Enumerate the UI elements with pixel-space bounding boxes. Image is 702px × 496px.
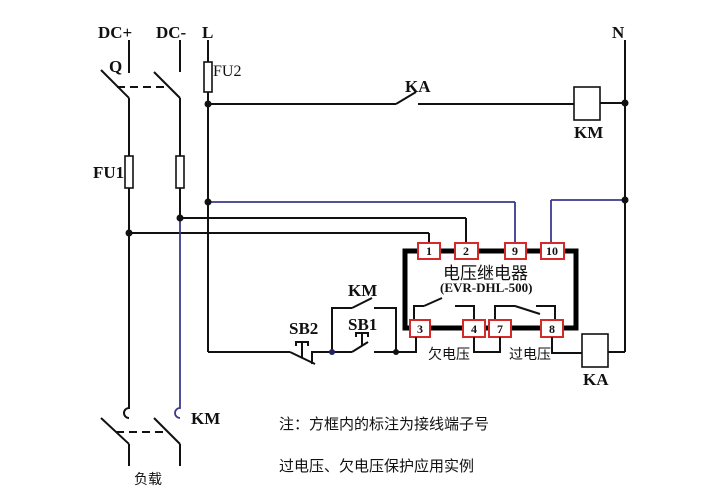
fuse-fu2: FU2 (203, 40, 241, 352)
svg-text:9: 9 (512, 244, 518, 258)
ka-coil: KA (551, 333, 625, 389)
junction-dot (621, 196, 629, 204)
sb1-label: SB1 (348, 315, 377, 334)
km-main-label: KM (191, 409, 220, 428)
terminal-4: 4 (462, 319, 486, 338)
ka-contact-top: KA (208, 77, 574, 105)
svg-text:10: 10 (546, 244, 558, 258)
breaker-q: Q (100, 40, 181, 400)
junction-dot (176, 214, 184, 222)
svg-text:8: 8 (549, 322, 555, 336)
junction-dot (393, 349, 399, 355)
terminal-7: 7 (488, 319, 512, 338)
svg-text:3: 3 (417, 322, 423, 336)
km-coil: KM (573, 86, 625, 142)
svg-text:7: 7 (497, 322, 503, 336)
junction-dot (204, 100, 212, 108)
fuse-fu2-label: FU2 (213, 63, 241, 80)
undervoltage-label: 欠电压 (428, 347, 470, 363)
km-main-contacts: KM 负载 (100, 400, 220, 488)
note-text: 注：方框内的标注为接线端子号 (279, 415, 489, 433)
relay-model: (EVR-DHL-500) (440, 280, 532, 295)
relay-name: 电压继电器 (443, 264, 528, 284)
junction-dot (204, 198, 212, 206)
breaker-label: Q (109, 57, 122, 76)
terminal-1: 1 (417, 242, 441, 260)
junction-dot (621, 99, 629, 107)
diagram-title: 过电压、欠电压保护应用实例 (279, 457, 474, 475)
sb2-label: SB2 (289, 319, 318, 338)
control-circuit: SB2 SB1 KM (208, 281, 417, 365)
overvoltage-label: 过电压 (509, 347, 551, 363)
terminal-9: 9 (504, 242, 527, 260)
dc-minus-label: DC- (156, 23, 187, 42)
junction-dot (125, 229, 133, 237)
neutral-label: N (612, 23, 625, 42)
jumper-4-7 (473, 337, 501, 353)
voltage-relay: 电压继电器 (EVR-DHL-500) 1 2 9 10 3 (402, 242, 579, 338)
km-coil-label: KM (574, 123, 603, 142)
junction-dot (329, 349, 335, 355)
line-label: L (202, 23, 213, 42)
terminal-2: 2 (454, 242, 479, 260)
ka-contact-label: KA (405, 77, 431, 96)
fuse-fu1: FU1 (93, 155, 185, 189)
svg-text:1: 1 (426, 244, 432, 258)
terminal-10: 10 (540, 242, 565, 260)
load-label: 负载 (134, 472, 162, 488)
ka-coil-label: KA (583, 370, 609, 389)
svg-text:4: 4 (471, 322, 477, 336)
terminal-8: 8 (540, 319, 564, 338)
terminal-3: 3 (409, 319, 431, 338)
fuse-fu1-label: FU1 (93, 163, 124, 182)
km-hold-contact-label: KM (348, 281, 377, 300)
svg-text:2: 2 (463, 244, 469, 258)
dc-plus-label: DC+ (98, 23, 132, 42)
